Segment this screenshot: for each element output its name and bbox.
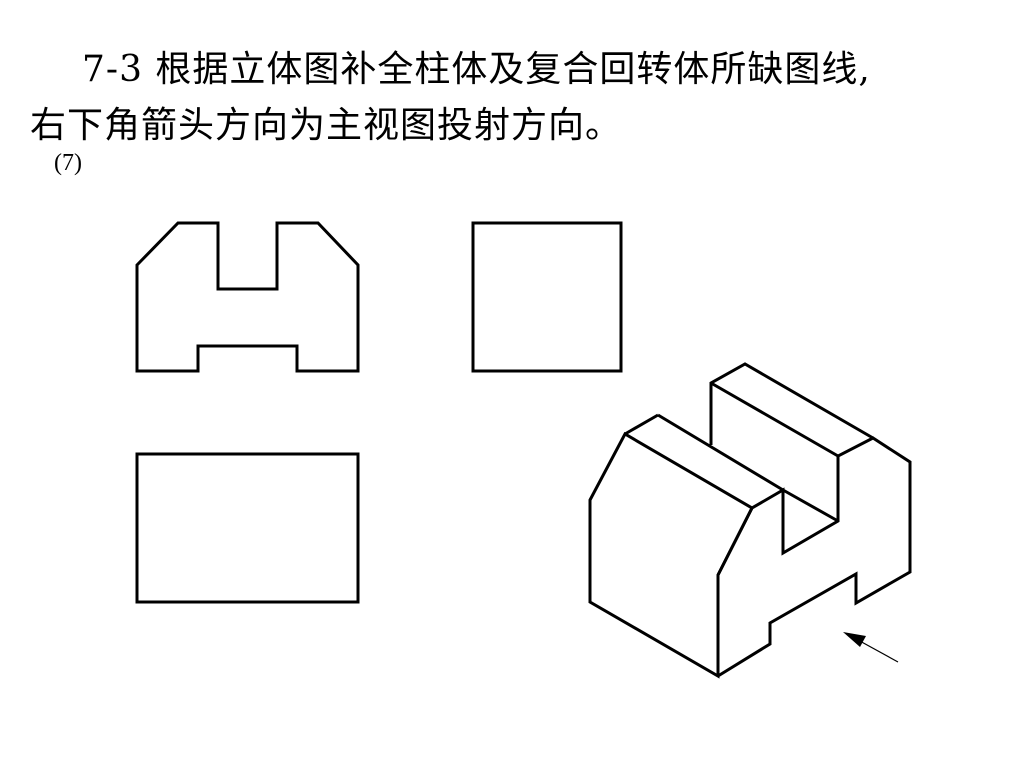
top-view (135, 452, 360, 604)
problem-title-line-2: 右下角箭头方向为主视图投射方向。 (30, 105, 623, 146)
projection-arrow-head (843, 632, 866, 647)
sub-problem-number: (7) (54, 150, 82, 176)
iso-rear-block-top-edge (710, 381, 839, 458)
iso-front-block-top-2 (657, 413, 784, 492)
projection-arrow (843, 632, 899, 663)
problem-statement: 7-3 根据立体图补全柱体及复合回转体所缺图线, 右下角箭头方向为主视图投射方向… (30, 42, 1000, 154)
iso-right-face (716, 436, 912, 678)
side-view (471, 221, 623, 373)
iso-groove-bottom (782, 488, 839, 523)
projection-arrow-shaft (857, 639, 899, 663)
iso-rear-block (709, 362, 874, 445)
isometric-view (588, 362, 912, 679)
front-view (135, 221, 360, 373)
iso-front-block-top (624, 413, 659, 436)
problem-title-line-1: 7-3 根据立体图补全柱体及复合回转体所缺图线, (82, 49, 871, 90)
